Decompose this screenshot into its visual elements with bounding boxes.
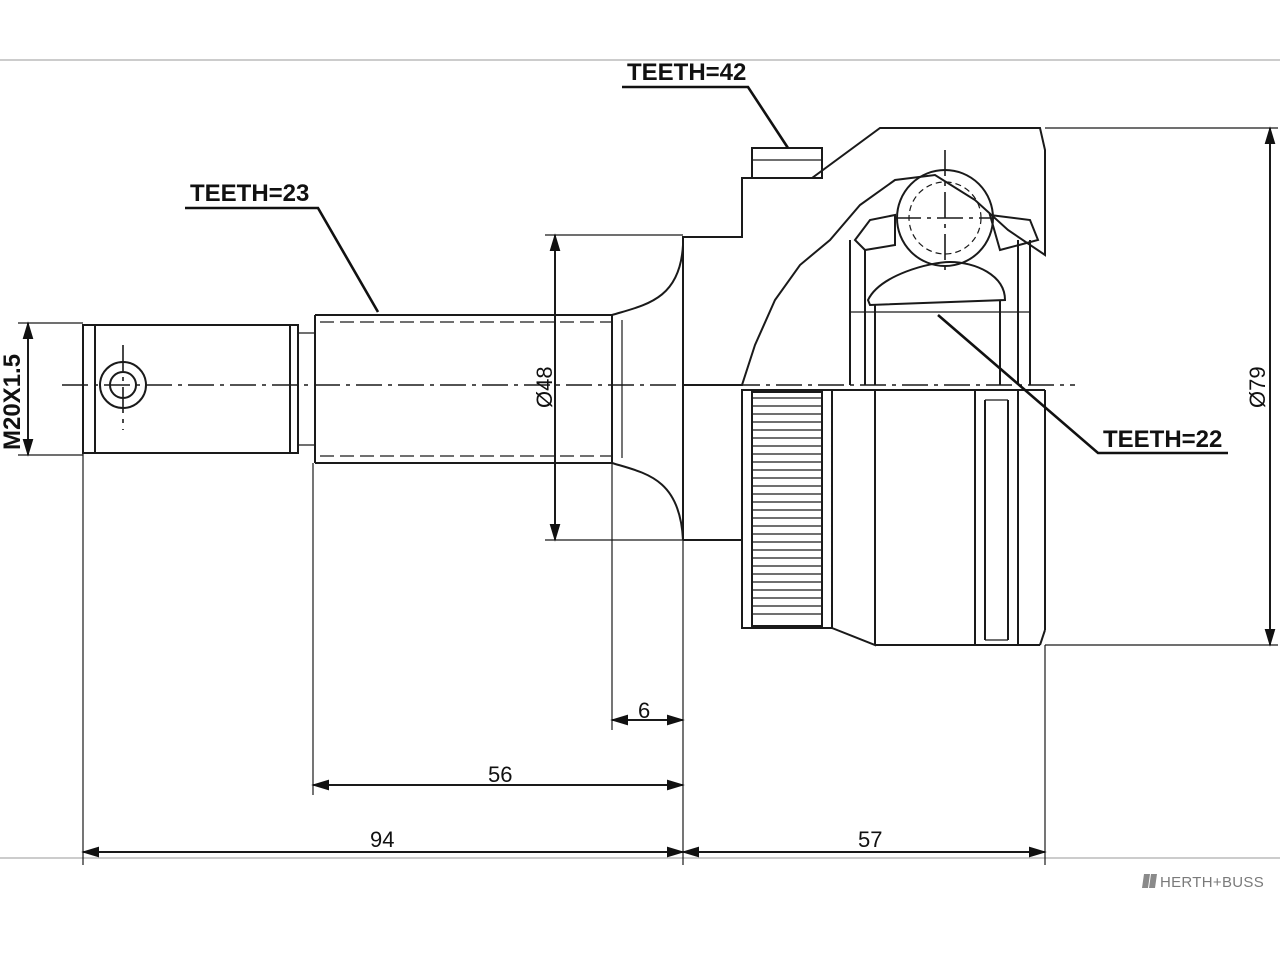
inner-race	[849, 150, 1040, 385]
abs-tone-ring	[751, 391, 823, 627]
brand-logo: HERTH+BUSS	[1142, 874, 1264, 891]
abs-ring-outline	[751, 391, 823, 627]
label-thread-m20x1-5: M20X1.5	[0, 354, 26, 450]
label-diameter-79: Ø79	[1245, 366, 1270, 408]
threaded-end	[82, 324, 315, 454]
splined-shaft	[314, 244, 684, 541]
dim-94: 94	[370, 827, 394, 852]
label-teeth-23: TEETH=23	[190, 180, 309, 207]
brand-name: HERTH+BUSS	[1160, 874, 1264, 891]
extension-lines	[18, 127, 1278, 865]
dim-57: 57	[858, 827, 882, 852]
label-diameter-48: Ø48	[532, 366, 557, 408]
leader-lines	[185, 85, 1228, 455]
label-teeth-42: TEETH=42	[627, 59, 746, 86]
brand-mark-icon	[1142, 874, 1157, 888]
dimension-lines	[22, 126, 1276, 858]
housing-body-lower	[682, 385, 1046, 647]
dim-6: 6	[638, 698, 650, 723]
label-teeth-22: TEETH=22	[1103, 426, 1222, 453]
dim-56: 56	[488, 762, 512, 787]
